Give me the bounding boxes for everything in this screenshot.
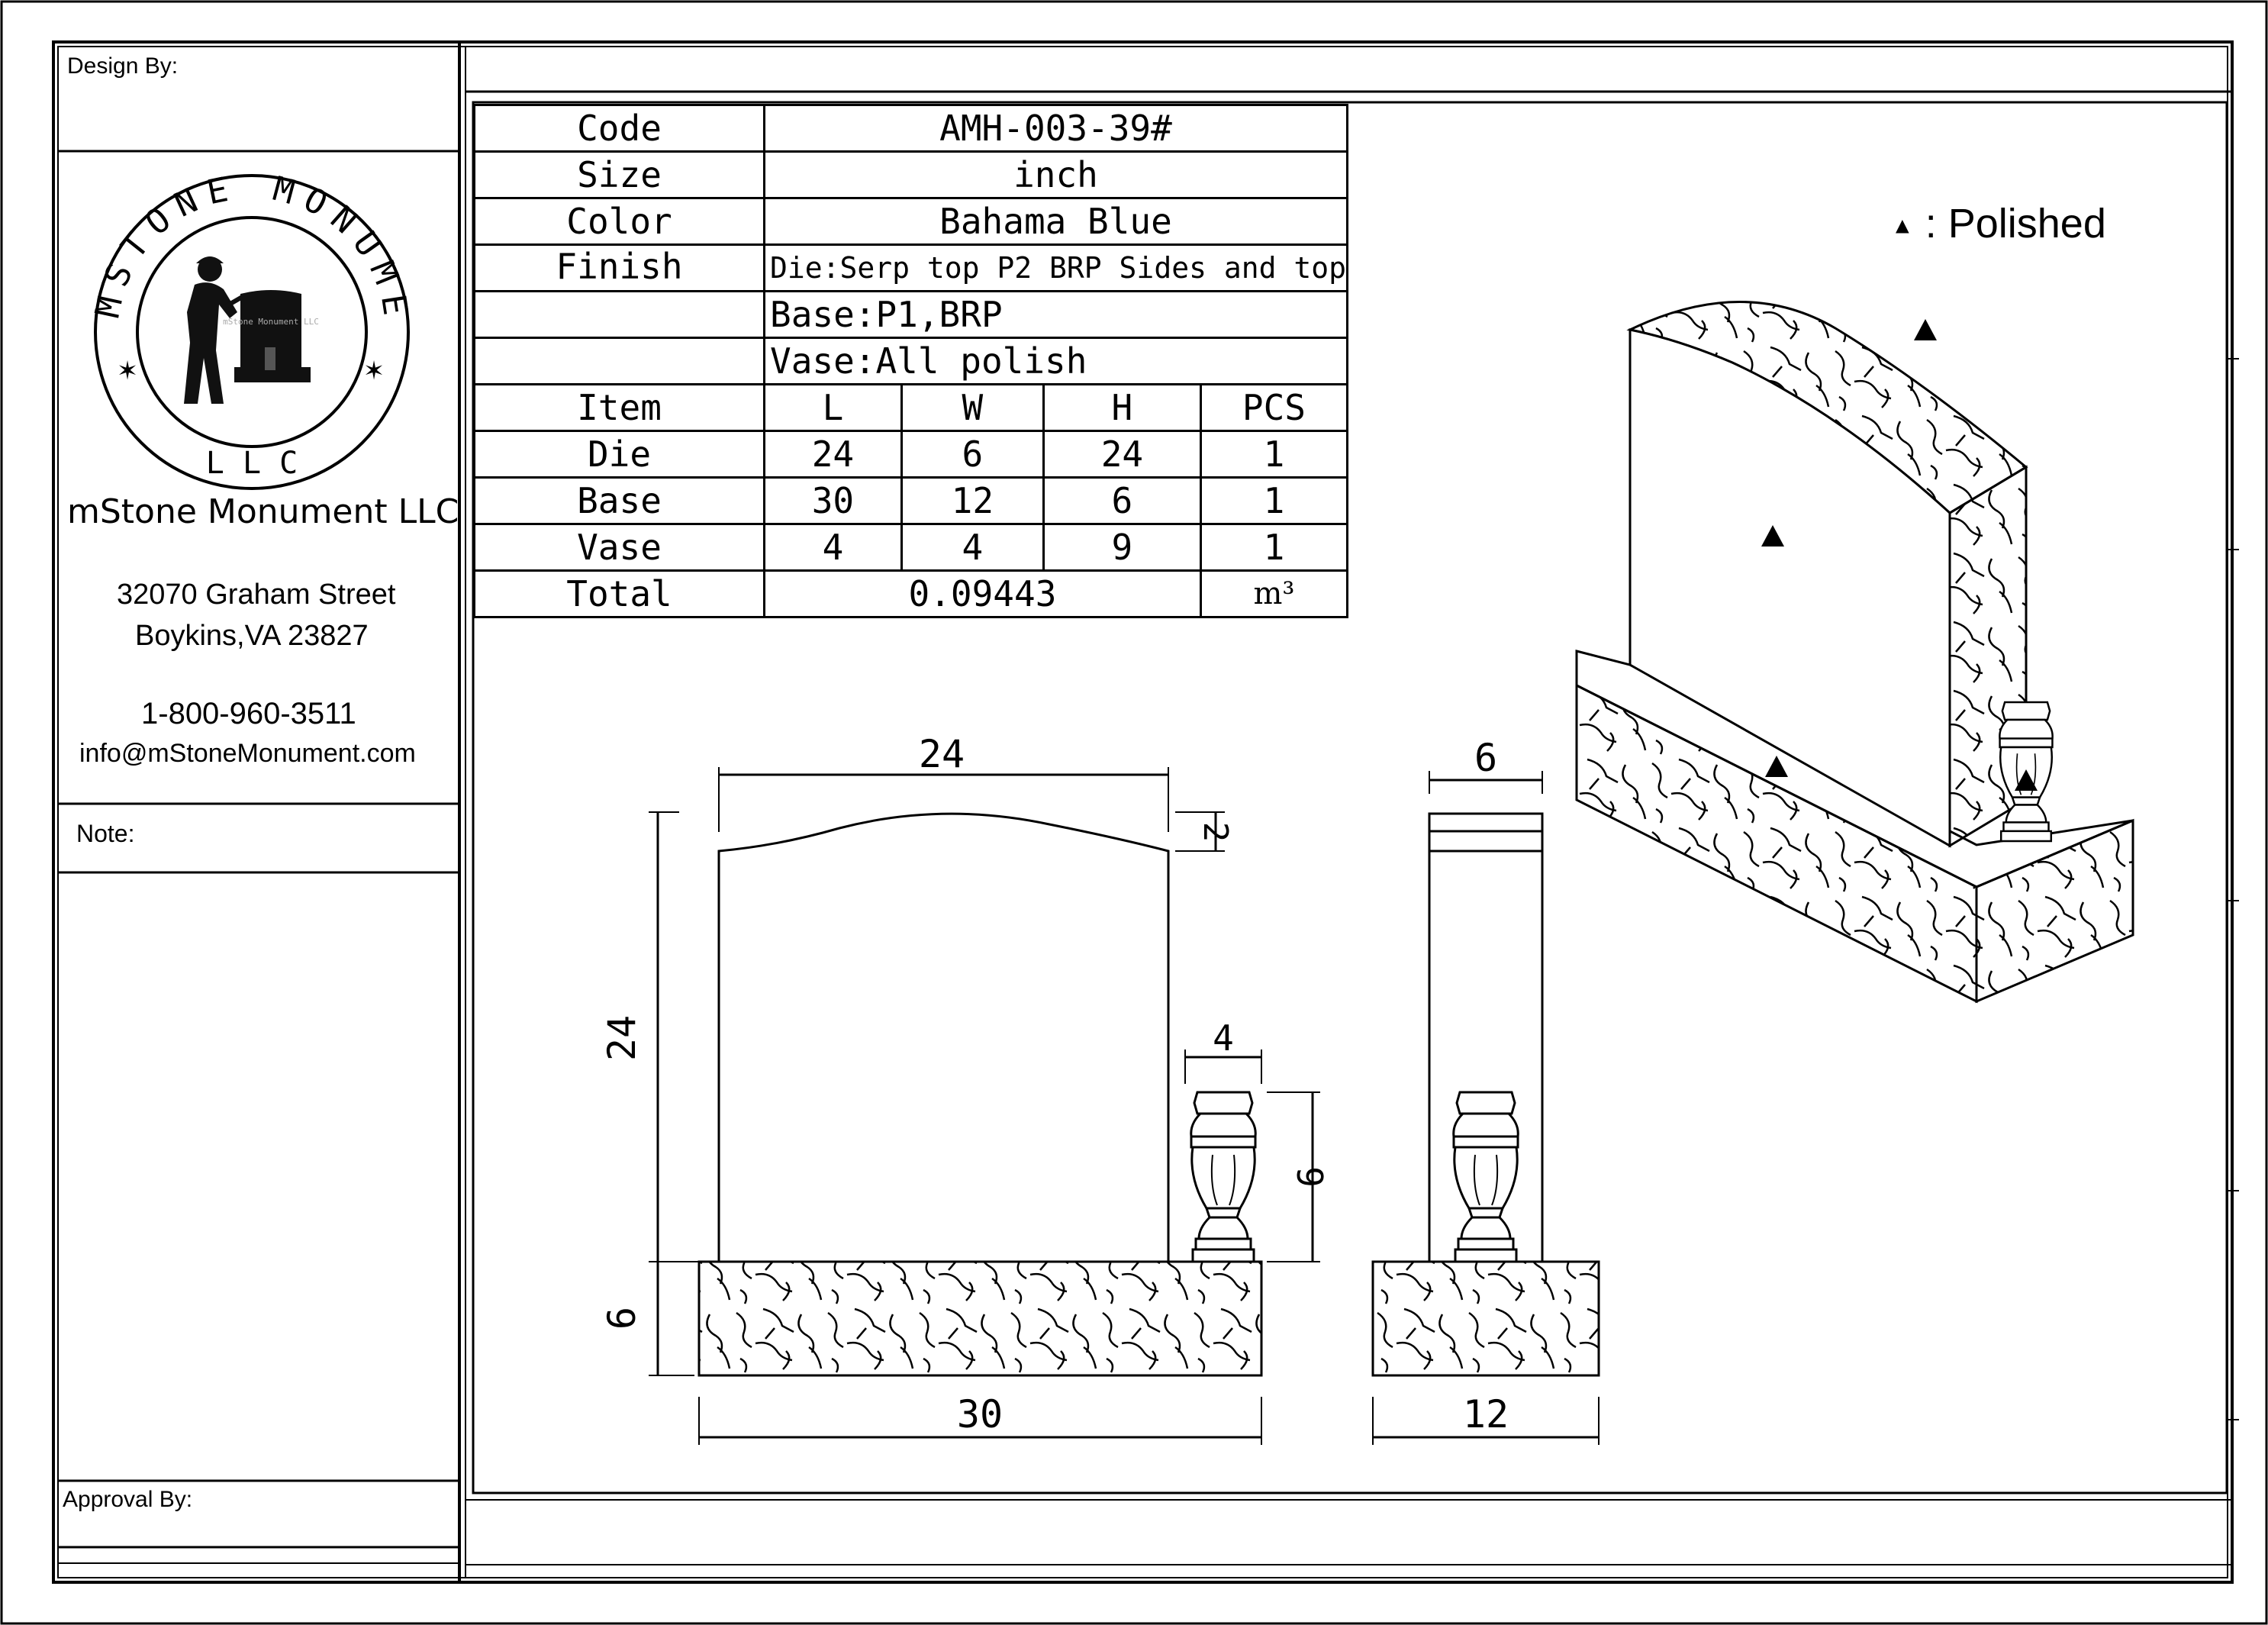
row-item: Die bbox=[473, 430, 765, 479]
table-row: Die 24 6 24 1 bbox=[473, 430, 1348, 479]
row-w: 12 bbox=[900, 476, 1045, 525]
front-top-rise-label: 2 bbox=[1196, 822, 1235, 843]
front-base-height-label: 6 bbox=[600, 1307, 644, 1330]
front-vase-height-label: 9 bbox=[1289, 1166, 1330, 1188]
side-base-depth-label: 12 bbox=[1463, 1392, 1509, 1436]
finish-label: Finish bbox=[473, 243, 765, 292]
stone-carver-icon bbox=[184, 256, 311, 404]
table-row: Vase 4 4 9 1 bbox=[473, 523, 1348, 572]
total-label: Total bbox=[473, 569, 765, 618]
front-base bbox=[697, 1260, 1263, 1377]
table-row: Base 30 12 6 1 bbox=[473, 476, 1348, 525]
design-by-label: Design By: bbox=[67, 53, 179, 79]
front-base-width-label: 30 bbox=[957, 1392, 1003, 1436]
row-item: Base bbox=[473, 476, 765, 525]
finish-base: Base:P1,BRP bbox=[763, 290, 1348, 339]
company-name: mStone Monument LLC bbox=[67, 492, 459, 531]
col-header-w: W bbox=[900, 383, 1045, 432]
iso-polished-marker-vase-icon bbox=[2015, 769, 2038, 791]
code-label: Code bbox=[473, 104, 765, 153]
row-l: 24 bbox=[763, 430, 903, 479]
iso-polished-marker-die-icon bbox=[1761, 525, 1784, 547]
finish-blank-1 bbox=[473, 290, 765, 339]
front-die-height-label: 24 bbox=[600, 1015, 644, 1061]
iso-die-front bbox=[1629, 328, 1951, 848]
color-value: Bahama Blue bbox=[763, 197, 1348, 246]
side-vase bbox=[1452, 1091, 1519, 1263]
note-label: Note: bbox=[76, 820, 135, 847]
color-label: Color bbox=[473, 197, 765, 246]
polished-triangle-icon: ▲ bbox=[1891, 213, 1914, 239]
finish-vase: Vase:All polish bbox=[763, 337, 1348, 385]
logo-llc-text: L L C bbox=[206, 446, 298, 481]
side-base bbox=[1371, 1260, 1600, 1377]
front-vase-width-label: 4 bbox=[1213, 1017, 1234, 1059]
company-logo: MSTONE MONUMENT L L C ✶ ✶ mStone Monumen… bbox=[88, 172, 410, 490]
row-pcs: 1 bbox=[1199, 430, 1348, 479]
row-w: 6 bbox=[900, 430, 1045, 479]
iso-polished-marker-base-icon bbox=[1765, 756, 1788, 777]
row-l: 30 bbox=[763, 476, 903, 525]
address-line-2: Boykins,VA 23827 bbox=[135, 620, 369, 652]
finish-blank-2 bbox=[473, 337, 765, 385]
col-header-item: Item bbox=[473, 383, 765, 432]
row-item: Vase bbox=[473, 523, 765, 572]
front-vase bbox=[1190, 1091, 1257, 1263]
iso-base-right bbox=[1975, 818, 2134, 1004]
iso-polished-marker-top-icon bbox=[1914, 319, 1937, 340]
address-line-1: 32070 Graham Street bbox=[117, 579, 396, 611]
row-pcs: 1 bbox=[1199, 523, 1348, 572]
front-view: 24 2 24 6 30 4 9 bbox=[600, 732, 1330, 1445]
col-header-l: L bbox=[763, 383, 903, 432]
total-unit: m³ bbox=[1199, 569, 1348, 618]
logo-plaque-text: mStone Monument LLC bbox=[223, 317, 319, 327]
size-value: inch bbox=[763, 150, 1348, 199]
phone-number[interactable]: 1-800-960-3511 bbox=[141, 697, 356, 730]
finish-die: Die:Serp top P2 BRP Sides and top bbox=[763, 243, 1348, 292]
side-view: 6 12 bbox=[1371, 736, 1600, 1445]
code-value: AMH-003-39# bbox=[763, 104, 1348, 153]
row-h: 9 bbox=[1042, 523, 1202, 572]
total-value: 0.09443 bbox=[763, 569, 1202, 618]
logo-star-left-icon: ✶ bbox=[118, 352, 137, 387]
approval-by-label: Approval By: bbox=[63, 1487, 193, 1512]
spec-table: Code AMH-003-39# Size inch Color Bahama … bbox=[473, 104, 1348, 618]
email-address[interactable]: info@mStoneMonument.com bbox=[79, 739, 416, 768]
polished-legend: ▲ : Polished bbox=[1891, 200, 2106, 247]
isometric-view bbox=[1575, 301, 2134, 1004]
row-l: 4 bbox=[763, 523, 903, 572]
front-die-outline bbox=[717, 812, 1170, 1262]
row-h: 24 bbox=[1042, 430, 1202, 479]
row-pcs: 1 bbox=[1199, 476, 1348, 525]
row-h: 6 bbox=[1042, 476, 1202, 525]
polished-legend-text: : Polished bbox=[1925, 201, 2106, 247]
col-header-h: H bbox=[1042, 383, 1202, 432]
size-label: Size bbox=[473, 150, 765, 199]
col-header-pcs: PCS bbox=[1199, 383, 1348, 432]
logo-star-right-icon: ✶ bbox=[365, 352, 383, 387]
side-die-depth-label: 6 bbox=[1474, 736, 1497, 780]
row-w: 4 bbox=[900, 523, 1045, 572]
front-die-width-label: 24 bbox=[919, 732, 965, 776]
